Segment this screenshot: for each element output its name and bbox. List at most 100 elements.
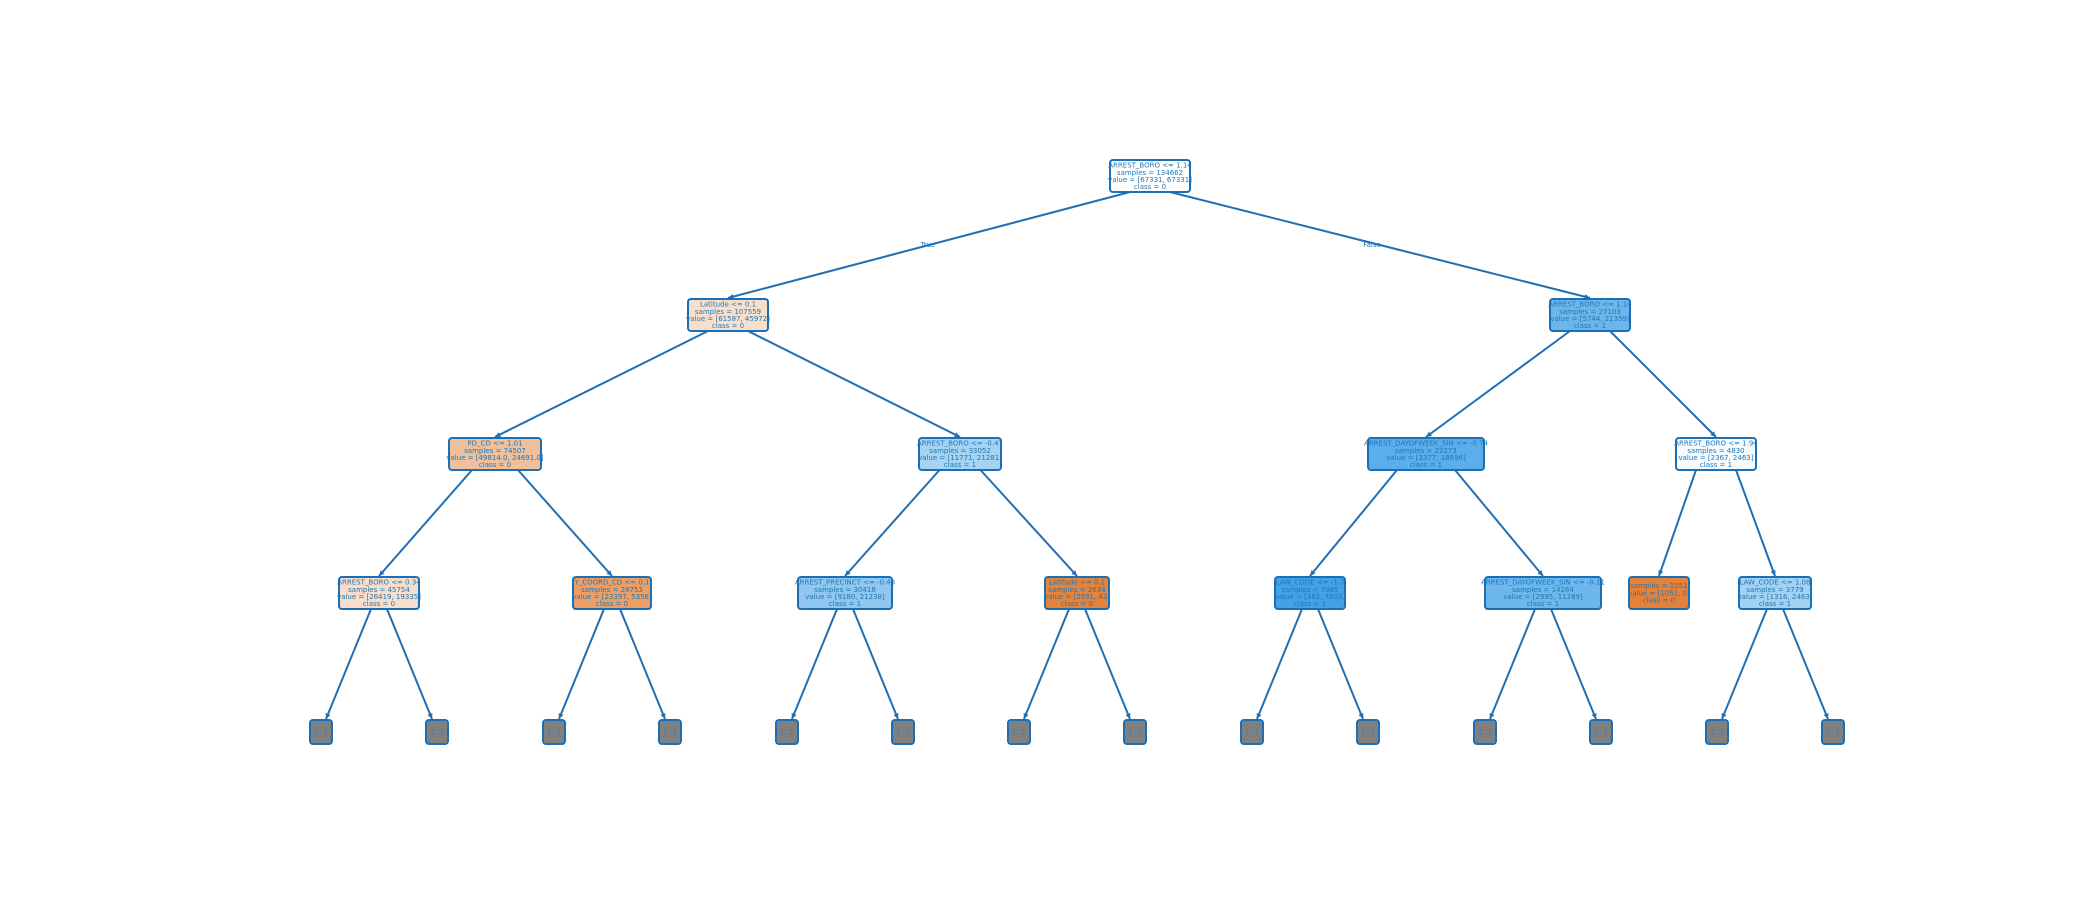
edge-label-false: False: [1363, 241, 1381, 249]
node-text-line: samples = 22273: [1395, 447, 1457, 455]
edge-n7-leaf-left-arrowhead: [325, 713, 331, 719]
node-box: [1484, 576, 1602, 610]
node-text-line: class = 1: [1759, 600, 1791, 608]
truncated-leaf-n10-right: (...): [1123, 719, 1147, 745]
edge-n3-n8: [517, 469, 613, 577]
node-text-line: ARREST_DAYOFWEEK_SIN <= -0.11: [1481, 579, 1605, 587]
edge-n2-n5-arrowhead: [1426, 431, 1432, 437]
node-text-line: samples = 3779: [1746, 586, 1803, 594]
edge-n7-leaf-right-arrowhead: [427, 713, 433, 719]
node-text-line: samples = 7985: [1281, 586, 1338, 594]
edge-n9-leaf-left: [791, 608, 838, 720]
node-text-line: ARREST_BORO <= 0.34: [337, 579, 421, 587]
node-text-line: value = [1051, 0]: [1628, 589, 1690, 597]
edge-n3-n7-arrowhead: [379, 570, 385, 576]
truncated-leaf-n14-left: (...): [1705, 719, 1729, 745]
leaf-box: [1007, 719, 1031, 745]
leaf-text: (...): [1595, 729, 1607, 737]
node-text-line: samples = 134662: [1117, 169, 1183, 177]
leaf-text: (...): [1246, 729, 1258, 737]
truncated-leaf-n11-right: (...): [1356, 719, 1380, 745]
truncated-leaf-n12-left: (...): [1473, 719, 1497, 745]
edge-n11-leaf-left: [1256, 608, 1303, 720]
node-box: [918, 437, 1002, 471]
edge-n1-n4-arrowhead: [954, 432, 960, 437]
leaf-text: (...): [1129, 729, 1141, 737]
edge-n1-n3: [494, 330, 709, 438]
node-text-line: value = [23397, 5356]: [572, 593, 652, 601]
leaf-box: [1356, 719, 1380, 745]
node-box: [1044, 576, 1110, 610]
node-text-line: samples = 30418: [814, 586, 876, 594]
node-text-line: class = 0: [596, 600, 628, 608]
edge-n8-leaf-right: [619, 608, 666, 720]
truncated-leaf-n8-right: (...): [658, 719, 682, 745]
edge-n8-leaf-left: [558, 608, 605, 720]
leaf-box: [425, 719, 449, 745]
edge-n2-n6-arrowhead: [1710, 431, 1716, 437]
edge-n7-leaf-left: [325, 608, 372, 720]
truncated-leaf-n12-right: (...): [1589, 719, 1613, 745]
node-text-line: class = 1: [1410, 461, 1442, 469]
node-text-line: value = [1316, 2463]: [1738, 593, 1813, 601]
edge-n8-leaf-right-arrowhead: [660, 713, 666, 719]
edge-root-n1: [727, 191, 1131, 299]
leaf-box: [309, 719, 333, 745]
node-box: [687, 298, 769, 332]
edge-n6-n13: [1658, 469, 1697, 577]
edge-n5-n12: [1454, 469, 1544, 577]
edge-n10-leaf-right: [1084, 608, 1131, 720]
edge-n5-n12-arrowhead: [1537, 570, 1543, 576]
edge-n12-leaf-left: [1489, 608, 1536, 720]
edge-root-n2-arrowhead: [1584, 294, 1590, 300]
node-text-line: samples = 14284: [1512, 586, 1574, 594]
truncated-leaf-n9-right: (...): [891, 719, 915, 745]
edge-n11-leaf-left-arrowhead: [1256, 713, 1262, 719]
edge-n4-n10: [979, 469, 1078, 577]
node-box: [448, 437, 542, 471]
node-text-line: Latitude <= 0.1: [700, 301, 756, 309]
tree-nodes: ARREST_BORO <= 1.14 samples = 134662 value…: [309, 159, 1845, 745]
edge-n10-leaf-right-arrowhead: [1125, 713, 1131, 719]
node-box: [1738, 576, 1812, 610]
edge-n14-leaf-right: [1782, 608, 1829, 720]
node-text-line: ARREST_BORO <= 1.14: [1548, 301, 1632, 309]
truncated-leaf-n9-left: (...): [775, 719, 799, 745]
node-text-line: class = 1: [944, 461, 976, 469]
node-text-line: class = 1: [1294, 600, 1326, 608]
truncated-leaf-n10-left: (...): [1007, 719, 1031, 745]
node-text-line: Y_COORD_CD <= 0.1: [573, 579, 649, 587]
leaf-text: (...): [1711, 729, 1723, 737]
leaf-box: [775, 719, 799, 745]
leaf-text: (...): [1013, 729, 1025, 737]
node-text-line: samples = 1051: [1630, 582, 1687, 590]
node-text-line: class = 0: [363, 600, 395, 608]
node-box: [1549, 298, 1631, 332]
truncated-leaf-n14-right: (...): [1821, 719, 1845, 745]
leaf-box: [1240, 719, 1264, 745]
leaf-text: (...): [1827, 729, 1839, 737]
edge-n3-n8-arrowhead: [606, 570, 612, 576]
node-text-line: LAW_CODE <= 1.08: [1740, 579, 1811, 587]
edge-n14-leaf-left-arrowhead: [1721, 713, 1727, 719]
node-text-line: value = [3377, 18896]: [1386, 454, 1466, 462]
edge-n14-leaf-left: [1721, 608, 1768, 720]
edge-n2-n5: [1425, 330, 1571, 438]
node-box: [338, 576, 420, 610]
edge-n14-leaf-right-arrowhead: [1823, 713, 1829, 719]
leaf-text: (...): [781, 729, 793, 737]
node-box: [1675, 437, 1757, 471]
edge-n10-leaf-left: [1023, 608, 1070, 720]
edge-n2-n6: [1609, 330, 1717, 438]
leaf-text: (...): [431, 729, 443, 737]
node-text-line: samples = 2634: [1048, 586, 1106, 594]
